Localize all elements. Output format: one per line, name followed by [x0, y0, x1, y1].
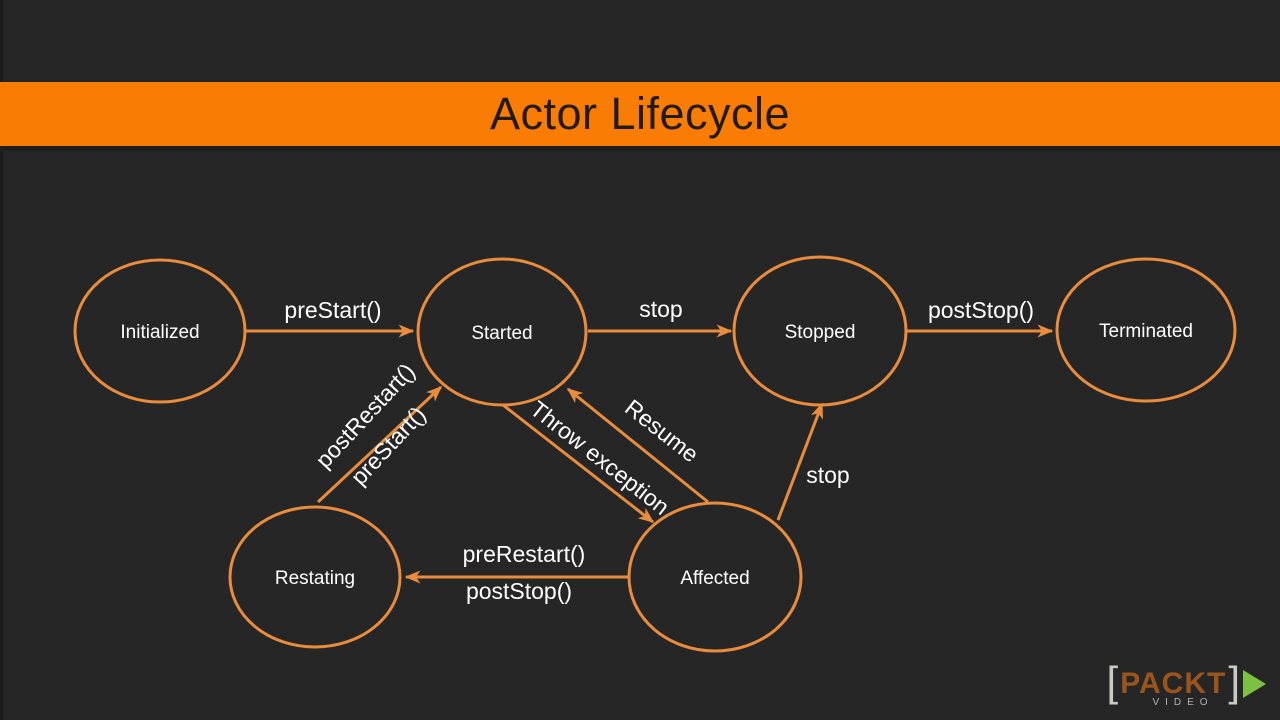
edge-affected-stopped: [776, 402, 824, 521]
edge-restating-started: [316, 385, 443, 504]
edge-affected-started: [566, 387, 709, 504]
node-label-affected: Affected: [680, 568, 749, 589]
node-started: [416, 257, 588, 407]
play-icon: [1243, 670, 1266, 698]
logo-bracket-left: [: [1106, 658, 1119, 705]
node-label-started: Started: [471, 323, 532, 344]
edge-started-affected: [502, 403, 655, 524]
logo-subtitle: VIDEO: [1152, 697, 1214, 708]
logo-row: [ PACKT ]: [1107, 658, 1266, 705]
node-terminated: [1055, 257, 1237, 403]
edge-label-prerestart: preRestart(): [463, 541, 586, 567]
logo-brand-text: PACKT: [1120, 667, 1227, 700]
edge-label-poststop-top: postStop(): [928, 297, 1034, 323]
node-stopped: [732, 255, 908, 407]
node-label-stopped: Stopped: [785, 322, 856, 343]
slide-title: Actor Lifecycle: [489, 88, 791, 139]
node-label-restating: Restating: [275, 568, 355, 589]
left-edge-strip: [0, 0, 3, 720]
node-label-initialized: Initialized: [120, 322, 199, 343]
node-affected: [627, 501, 803, 653]
edge-label-prestart: preStart(): [284, 297, 381, 323]
banner-shadow: [0, 146, 1280, 151]
edge-label-stop-top: stop: [639, 296, 682, 322]
edge-label-resume: Resume: [620, 394, 704, 467]
edge-label-stop-lower: stop: [806, 462, 849, 488]
logo-bracket-right: ]: [1228, 658, 1240, 705]
node-restating: [228, 505, 402, 649]
packt-video-logo: [ PACKT ] VIDEO: [1107, 658, 1266, 708]
edge-label-poststop-lower: postStop(): [466, 578, 572, 604]
node-initialized: [73, 258, 247, 404]
title-banner: Actor Lifecycle: [0, 82, 1280, 146]
node-label-terminated: Terminated: [1099, 321, 1193, 342]
